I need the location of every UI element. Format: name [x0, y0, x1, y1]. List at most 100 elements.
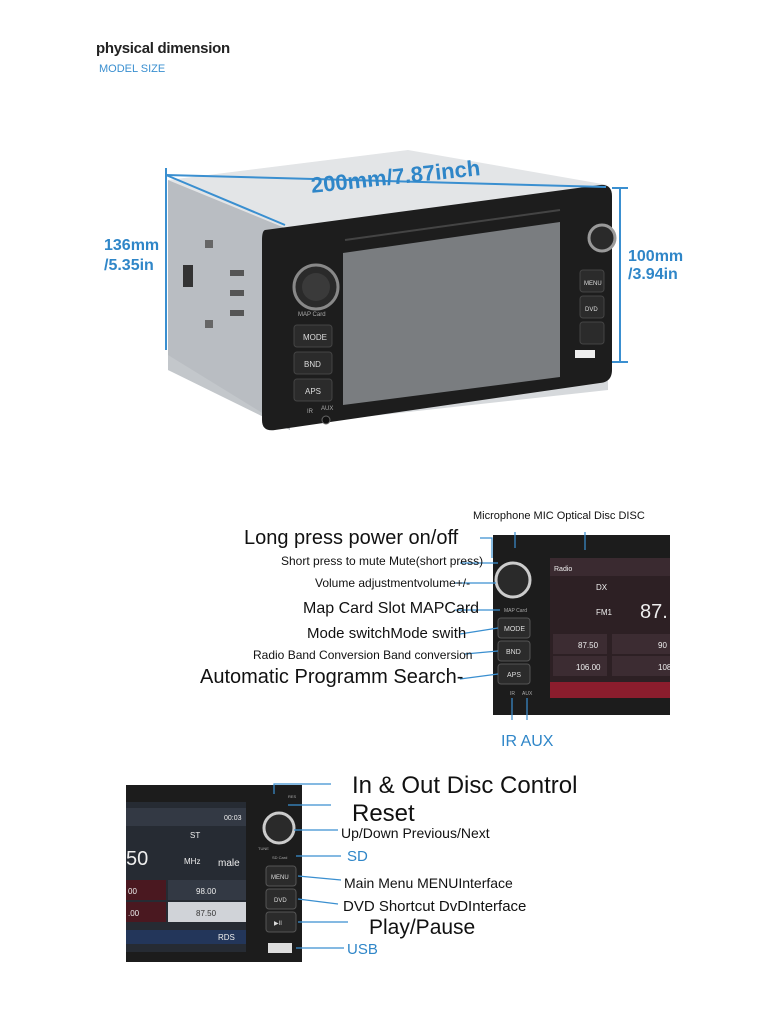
- right-dvd-label: DVD: [274, 898, 287, 904]
- depth-diagonal-line: [165, 174, 286, 226]
- height-in-label: /3.94in: [628, 266, 678, 283]
- right-preset-2-label: 98.00: [196, 887, 217, 896]
- band-conversion-label: Radio Band Conversion Band conversion: [253, 648, 473, 662]
- chassis-vent: [230, 310, 244, 316]
- mode-button: [293, 324, 333, 348]
- chassis-cover: [168, 150, 608, 230]
- disc-control-label: In & Out Disc Control: [352, 772, 578, 799]
- chassis-slot: [183, 265, 193, 287]
- right-menu-button: [265, 865, 297, 887]
- right-panel-screen: [126, 802, 246, 952]
- left-screen-freq: 87.: [640, 601, 668, 623]
- ir-label: IR: [307, 409, 314, 415]
- menu-button: [579, 269, 605, 293]
- device-screen: [343, 222, 560, 405]
- disc-slot: [344, 209, 561, 241]
- chassis-hole: [205, 240, 213, 248]
- tune-knob: [587, 223, 617, 253]
- bnd-button: [293, 351, 333, 375]
- power-leader: [480, 537, 493, 558]
- right-screen-titlebar: [126, 808, 246, 826]
- chassis-left-wall: [168, 180, 290, 430]
- chassis-vent: [230, 290, 244, 296]
- right-rst-label: RES: [288, 794, 297, 799]
- right-preset-1: [126, 880, 166, 900]
- mute-label: Short press to mute Mute(short press): [281, 554, 484, 568]
- left-screen-titlebar: [550, 558, 670, 576]
- disc-control-leader: [273, 783, 331, 794]
- mode-leader: [459, 627, 499, 635]
- right-preset-3-label: .00: [128, 909, 140, 918]
- page-subtitle: MODEL SIZE: [99, 63, 166, 75]
- right-play-label: ▶II: [274, 921, 282, 927]
- right-play-button: [265, 911, 297, 933]
- right-tune-knob: [262, 811, 296, 845]
- dvd-button: [579, 295, 605, 319]
- aux-label: AUX: [321, 406, 333, 412]
- left-mapcard-label: MAP Card: [504, 608, 527, 614]
- dvd-shortcut-label: DVD Shortcut DvDInterface: [343, 898, 527, 915]
- left-screen-title: Radio: [554, 566, 572, 573]
- left-preset-4: [612, 656, 670, 676]
- left-control-panel: MODE BND APS MAP Card IR AUX Radio DX FM…: [455, 532, 670, 720]
- left-preset-2-label: 90: [658, 641, 667, 650]
- right-preset-1-label: 00: [128, 887, 137, 896]
- left-volume-knob: [494, 561, 532, 599]
- play-button: [579, 321, 605, 345]
- right-preset-2: [168, 880, 246, 900]
- left-preset-2: [612, 634, 670, 654]
- right-screen-time: 00:03: [224, 815, 242, 822]
- right-screen-freq: 50: [126, 848, 148, 870]
- chassis-vent: [230, 270, 244, 276]
- aps-description-label: Automatic Programm Search-: [200, 666, 464, 688]
- right-screen-male: male: [218, 858, 240, 869]
- reset-label: Reset: [352, 800, 415, 827]
- mode-label: MODE: [303, 333, 327, 342]
- left-preset-3: [553, 656, 607, 676]
- aps-button: [293, 378, 333, 402]
- aux-jack: [321, 415, 331, 425]
- page-title: physical dimension: [96, 40, 230, 57]
- depth-in-label: /5.35in: [104, 257, 154, 274]
- map-card-label: MAP Card: [298, 312, 326, 318]
- right-usb-port: [268, 943, 292, 953]
- power-label: Long press power on/off: [244, 527, 459, 549]
- bnd-label: BND: [304, 360, 321, 369]
- left-mode-label: MODE: [504, 626, 525, 633]
- right-preset-4-label: 87.50: [196, 909, 217, 918]
- sd-label: SD: [347, 848, 368, 865]
- volume-label: Volume adjustmentvolume+/-: [315, 576, 471, 590]
- menu-leader: [297, 875, 342, 881]
- left-panel-screen: [550, 558, 670, 698]
- right-menu-label: MENU: [271, 875, 289, 881]
- left-preset-1: [553, 634, 607, 654]
- left-screen-band: DX: [596, 583, 608, 592]
- left-screen-bottombar: [550, 682, 670, 698]
- right-screen-mhz: MHz: [184, 857, 200, 866]
- menu-label: MENU: [584, 281, 602, 287]
- right-screen-rds: RDS: [218, 933, 235, 942]
- left-preset-1-label: 87.50: [578, 641, 599, 650]
- ir-aux-label: IR AUX: [501, 733, 554, 750]
- mic-disc-label: Microphone MIC Optical Disc DISC: [473, 510, 645, 522]
- play-pause-label: Play/Pause: [369, 916, 476, 939]
- left-bnd-label: BND: [506, 649, 521, 656]
- product-dimension-diagram: MODE BND APS MAP Card IR AUX MENU DVD: [165, 150, 628, 431]
- aps-leader: [459, 673, 499, 680]
- aps-label: APS: [305, 387, 321, 396]
- left-preset-3-label: 106.00: [576, 663, 601, 672]
- right-preset-3: [126, 902, 166, 922]
- left-aux-label: AUX: [522, 691, 533, 697]
- width-dimension-line: [165, 174, 607, 188]
- left-screen-fm: FM1: [596, 608, 613, 617]
- left-preset-4-label: 108: [658, 663, 670, 672]
- usb-port: [575, 350, 595, 358]
- right-control-panel: 00:03 ST 50 MHz male 00 98.00 .00 87.50 …: [126, 783, 348, 962]
- right-screen-st: ST: [190, 831, 200, 840]
- dvd-label: DVD: [585, 307, 598, 313]
- volume-knob-center: [302, 273, 330, 301]
- chassis-hole: [205, 320, 213, 328]
- left-aps-label: APS: [507, 672, 521, 679]
- left-ir-label: IR: [510, 691, 515, 697]
- mode-switch-label: Mode switchMode swith: [307, 625, 467, 642]
